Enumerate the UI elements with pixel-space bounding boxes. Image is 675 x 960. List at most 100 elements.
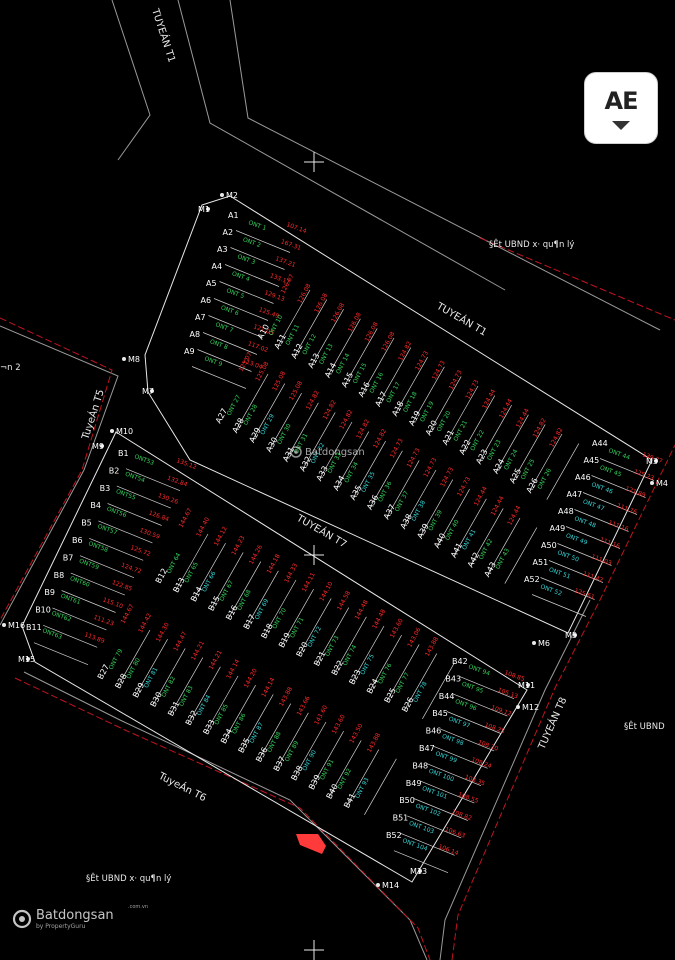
lot-area: 143.60 (331, 713, 347, 735)
lot-code: ONT 21 (452, 419, 469, 442)
boundary-mark: M10 (110, 427, 133, 436)
boundary-mark: M14 (376, 881, 399, 890)
lot-id: A47 (567, 490, 583, 499)
mark-label: M4 (656, 479, 668, 488)
lot-area: 144.18 (266, 553, 282, 575)
lot-id: B10 (35, 606, 51, 615)
lot-code: ONT 26 (536, 467, 553, 490)
mark-label: M2 (226, 191, 238, 200)
lot-id: A9 (184, 347, 195, 356)
lot-area: 108.20 (477, 739, 499, 753)
boundary-mark: M8 (122, 355, 140, 364)
lot-area: 124.82 (355, 418, 371, 440)
mark-point (418, 869, 422, 873)
mark-point (650, 481, 654, 485)
lot-id: B43 (445, 674, 461, 683)
lot-area: 144.12 (213, 525, 229, 547)
lot-area: 126.08 (380, 331, 396, 353)
ae-toggle-button[interactable]: AE (584, 72, 658, 144)
lot-id: B7 (63, 553, 74, 562)
mark-label: M1 (198, 205, 210, 214)
lot-area: 124.44 (498, 398, 514, 420)
lot-area: 111.16 (607, 519, 629, 533)
mark-label: M10 (116, 427, 133, 436)
mark-point (2, 623, 6, 627)
road-label-t1-north: TUYEÁN T1 (149, 6, 179, 64)
lot-area: 144.40 (195, 516, 211, 538)
boundary-mark: M6 (532, 639, 550, 648)
area-label-south: §Êt UBND x· qu¶n lý (86, 872, 171, 884)
lot-code: ONT 102 (415, 803, 442, 819)
lot-area: 126.08 (313, 292, 329, 314)
lot-grid (33, 230, 655, 874)
lot-area: 126.08 (347, 311, 363, 333)
lot-area: 124.73 (456, 476, 472, 498)
lot-id: A45 (584, 456, 600, 465)
lot-area: 144.33 (283, 562, 299, 584)
lot-area: 108.24 (470, 756, 492, 770)
lot-id: A1 (228, 211, 239, 220)
lot-area: 144.14 (260, 677, 276, 699)
watermark-tld: .com.vn (128, 904, 148, 910)
lot-area: 144.10 (318, 581, 334, 603)
lot-id: B1 (118, 449, 129, 458)
lot-area: 126.08 (296, 283, 312, 305)
lot-area: 124.44 (481, 388, 497, 410)
lot-code: ONT 20 (436, 410, 453, 433)
lot-id: B8 (54, 571, 65, 580)
lot-code: ONT 7 (214, 321, 234, 334)
mark-point (573, 633, 577, 637)
lot-area: 143.60 (313, 704, 329, 726)
lot-area: 111.76 (616, 502, 638, 516)
lot-area: 143.88 (424, 636, 440, 658)
lot-code: ONT 22 (469, 429, 486, 452)
ae-label: AE (604, 86, 639, 115)
mark-label: M7 (142, 387, 154, 396)
boundary-mark: M5 (565, 631, 577, 640)
lot-code: ONT 101 (421, 785, 448, 801)
mark-point (110, 429, 114, 433)
lot-id: B4 (90, 501, 101, 510)
lot-code: ONT 13 (318, 342, 335, 365)
lot-area: 126.08 (330, 302, 346, 324)
lot-code: ONT 25 (520, 458, 537, 481)
batdongsan-logo-icon (290, 446, 302, 458)
red-boundaries (0, 237, 675, 960)
